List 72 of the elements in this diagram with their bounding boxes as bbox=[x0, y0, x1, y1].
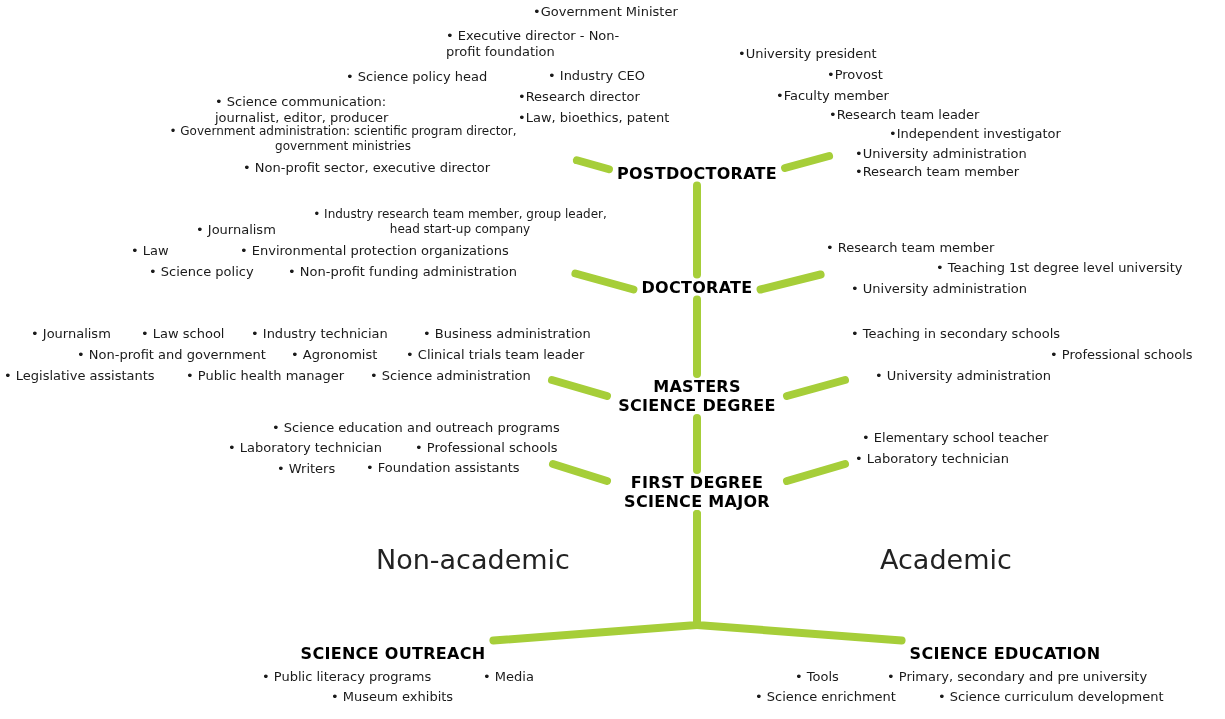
career-item: • Non-profit sector, executive director bbox=[243, 160, 491, 176]
career-item: • Agronomist bbox=[291, 347, 378, 363]
branch-line bbox=[783, 460, 849, 485]
career-item: • Teaching in secondary schools bbox=[851, 326, 1061, 342]
career-item: •Research team member bbox=[855, 164, 1020, 180]
career-item: •University president bbox=[738, 46, 877, 62]
stage-heading: SCIENCE EDUCATION bbox=[901, 640, 1109, 666]
career-item: • Foundation assistants bbox=[366, 460, 520, 476]
career-item: • Research team member bbox=[826, 240, 995, 256]
branch-line bbox=[756, 270, 825, 294]
category-heading: Academic bbox=[880, 544, 1012, 576]
career-item: • Laboratory technician bbox=[228, 440, 383, 456]
career-item: •Faculty member bbox=[776, 88, 889, 104]
career-item: • University administration bbox=[851, 281, 1027, 297]
stage-heading: MASTERS SCIENCE DEGREE bbox=[607, 374, 787, 418]
career-item: • Science administration bbox=[370, 368, 531, 384]
career-item: • Law school bbox=[141, 326, 225, 342]
career-item: •Government Minister bbox=[533, 4, 678, 20]
career-item: • Tools bbox=[795, 669, 839, 685]
branch-line bbox=[572, 156, 613, 174]
career-item: • Journalism bbox=[31, 326, 111, 342]
career-item: • Media bbox=[483, 669, 534, 685]
branch-line bbox=[783, 376, 849, 400]
stage-heading: SCIENCE OUTREACH bbox=[292, 640, 494, 666]
career-item: •Law, bioethics, patent bbox=[518, 110, 670, 126]
career-item: • Science enrichment bbox=[755, 689, 896, 705]
branch-line bbox=[693, 295, 701, 378]
career-item: • Government administration: scientific program director, government ministries bbox=[168, 124, 518, 154]
career-item: • Non-profit and government bbox=[77, 347, 266, 363]
career-item: • Elementary school teacher bbox=[862, 430, 1049, 446]
stage-heading: POSTDOCTORATE bbox=[608, 160, 786, 186]
stage-heading: DOCTORATE bbox=[633, 274, 761, 300]
branch-line bbox=[693, 510, 906, 645]
career-item: • Professional schools bbox=[415, 440, 558, 456]
branch-line bbox=[693, 181, 701, 279]
career-item: • Museum exhibits bbox=[331, 689, 454, 705]
career-item: • Industry research team member, group leader, head start-up company bbox=[312, 207, 608, 237]
career-item: • Industry CEO bbox=[548, 68, 645, 84]
career-item: • Legislative assistants bbox=[4, 368, 155, 384]
branch-line bbox=[571, 269, 638, 294]
branch-line bbox=[693, 414, 701, 474]
career-item: •Independent investigator bbox=[889, 126, 1061, 142]
career-item: • Law bbox=[131, 243, 169, 259]
branch-line bbox=[548, 376, 611, 400]
career-item: • Science curriculum development bbox=[938, 689, 1164, 705]
career-item: • Teaching 1st degree level university bbox=[936, 260, 1183, 276]
career-item: •University administration bbox=[855, 146, 1027, 162]
career-item: • Executive director - Non-profit foundation bbox=[446, 28, 621, 60]
career-item: • Primary, secondary and pre university bbox=[887, 669, 1148, 685]
career-item: • Public literacy programs bbox=[262, 669, 432, 685]
stage-heading: FIRST DEGREE SCIENCE MAJOR bbox=[607, 470, 787, 514]
branch-line bbox=[781, 152, 834, 172]
career-item: • Industry technician bbox=[251, 326, 388, 342]
career-item: • Writers bbox=[277, 461, 336, 477]
career-item: • Clinical trials team leader bbox=[406, 347, 585, 363]
career-item: • Journalism bbox=[196, 222, 276, 238]
branch-line bbox=[549, 460, 611, 485]
career-item: • Professional schools bbox=[1050, 347, 1193, 363]
career-item: • Science policy head bbox=[346, 69, 488, 85]
career-item: •Research director bbox=[518, 89, 640, 105]
career-item: • Non-profit funding administration bbox=[288, 264, 518, 280]
career-item: • Business administration bbox=[423, 326, 591, 342]
career-item: • Science policy bbox=[149, 264, 254, 280]
career-item: •Provost bbox=[827, 67, 883, 83]
career-item: • Public health manager bbox=[186, 368, 345, 384]
career-item: • Science communication: journalist, editor, producer bbox=[215, 94, 389, 126]
career-item: • Science education and outreach programs bbox=[272, 420, 560, 436]
category-heading: Non-academic bbox=[376, 544, 570, 576]
career-item: • University administration bbox=[875, 368, 1051, 384]
career-item: •Research team leader bbox=[829, 107, 980, 123]
career-item: • Laboratory technician bbox=[855, 451, 1010, 467]
career-item: • Environmental protection organizations bbox=[240, 243, 509, 259]
